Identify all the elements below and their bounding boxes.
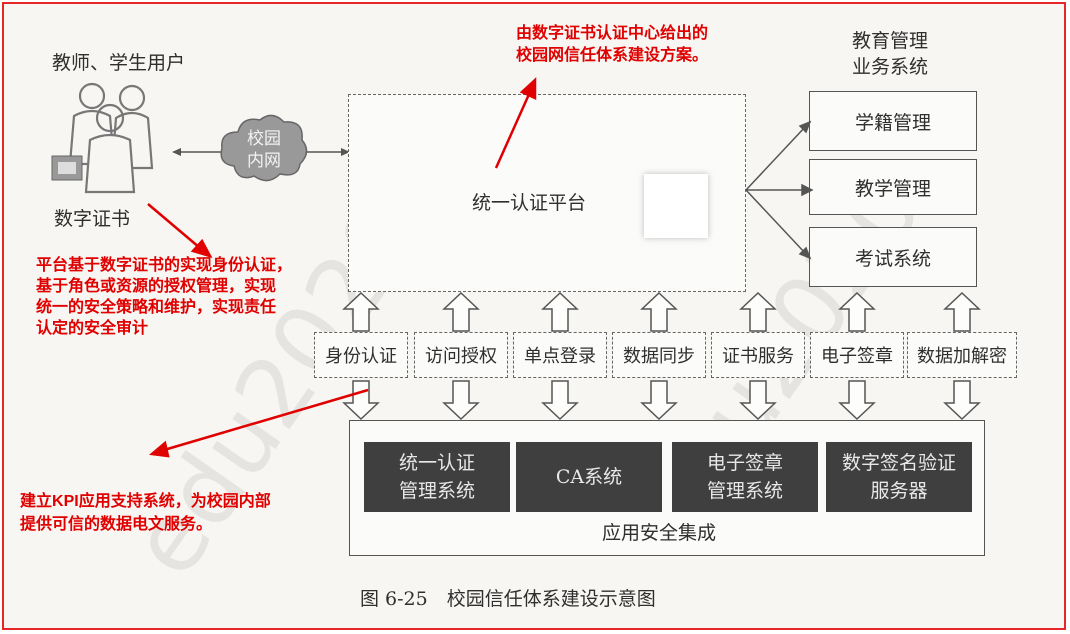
cert-label: 数字证书 <box>54 208 131 230</box>
annotation-bottom-prefix: 建立 <box>20 491 53 510</box>
security-module: 电子签章 管理系统 <box>672 442 818 512</box>
edu-system-box: 教学管理 <box>809 159 977 215</box>
service-arrow <box>739 380 777 420</box>
service-arrow <box>342 292 380 332</box>
security-module: CA系统 <box>516 442 662 512</box>
service-arrow <box>541 380 579 420</box>
service-box: 数据同步 <box>612 332 706 378</box>
security-module: 数字签名验证 服务器 <box>826 442 972 512</box>
annotation-bottom-rest: 应用支持系统，为校园内部 提供可信的数据电文服务。 <box>20 491 271 533</box>
service-box: 访问授权 <box>414 332 508 378</box>
annotation-bottom-kpi: KPI <box>52 493 79 510</box>
service-box: 证书服务 <box>711 332 805 378</box>
service-arrow <box>943 380 981 420</box>
security-label: 应用安全集成 <box>602 522 717 544</box>
service-arrow <box>640 292 678 332</box>
annotation-arrows <box>147 77 537 458</box>
service-arrow <box>442 380 480 420</box>
service-arrow <box>838 292 876 332</box>
annotation-bottom: 建立KPI应用支持系统，为校园内部 提供可信的数据电文服务。 <box>20 468 271 535</box>
service-arrow <box>838 380 876 420</box>
service-arrow <box>442 292 480 332</box>
service-arrow <box>640 380 678 420</box>
service-box: 身份认证 <box>314 332 408 378</box>
users-icon <box>51 82 154 194</box>
service-box: 单点登录 <box>513 332 607 378</box>
security-module: 统一认证 管理系统 <box>364 442 510 512</box>
users-label: 教师、学生用户 <box>52 52 186 74</box>
service-box: 电子签章 <box>810 332 904 378</box>
service-arrow <box>342 380 380 420</box>
blank-patch <box>644 174 708 238</box>
cloud-label: 校园 内网 <box>247 129 281 171</box>
edu-system-box: 考试系统 <box>809 227 977 287</box>
platform-to-edu-arrows <box>745 120 814 260</box>
edu-title: 教育管理 业务系统 <box>852 30 929 78</box>
annotation-top: 由数字证书认证中心给出的 校园网信任体系建设方案。 <box>516 23 709 64</box>
platform-label: 统一认证平台 <box>472 192 587 214</box>
annotation-left: 平台基于数字证书的实现身份认证， 基于角色或资源的授权管理，实现 统一的安全策略… <box>36 255 293 337</box>
cloud-icon <box>220 114 308 182</box>
service-arrow <box>541 292 579 332</box>
figure-caption: 图 6-25 校园信任体系建设示意图 <box>360 588 656 610</box>
service-arrow <box>943 292 981 332</box>
service-arrow <box>739 292 777 332</box>
service-box: 数据加解密 <box>907 332 1017 378</box>
edu-system-box: 学籍管理 <box>809 91 977 151</box>
